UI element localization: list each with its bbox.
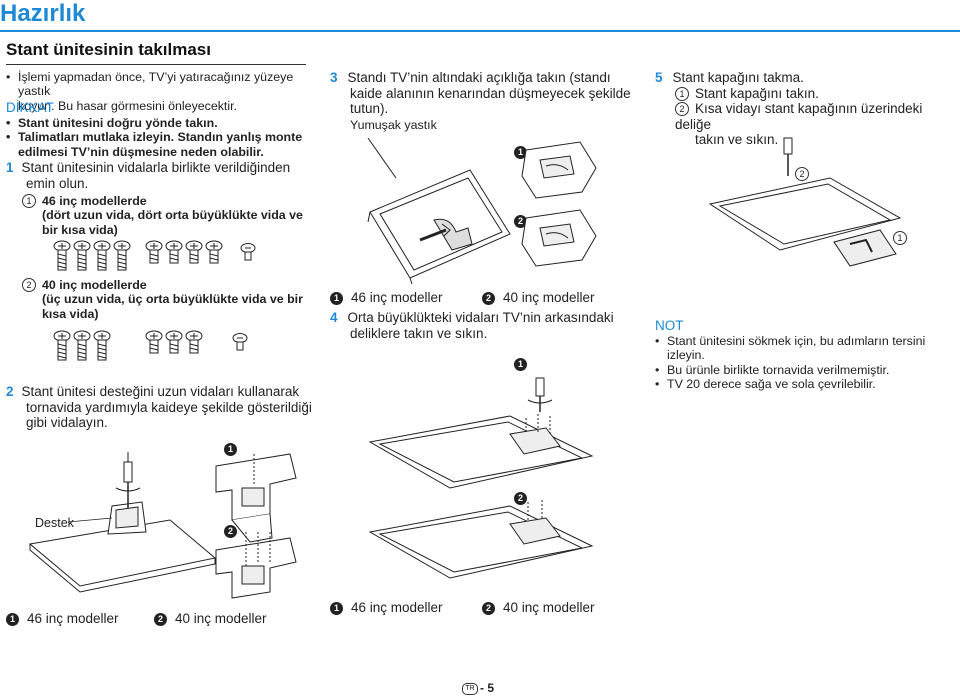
step3-marker-1: 1 <box>514 143 535 161</box>
cushion-label: Yumuşak yastık <box>350 118 437 132</box>
page-number: - 5 <box>480 681 495 695</box>
section-rule <box>6 64 306 65</box>
caution-title: DİKKAT <box>6 100 54 115</box>
language-badge: TR <box>462 683 478 695</box>
step4-marker-1: 1 <box>514 355 535 373</box>
step3-marker-2: 2 <box>514 212 535 230</box>
step5-fig-circ-1: 1 <box>893 229 913 247</box>
step4-marker-2: 2 <box>514 489 535 507</box>
page-title: Hazırlık <box>0 0 86 27</box>
step3-figure <box>367 137 597 285</box>
intro-bullet: •İşlemi yapmadan önce, TV’yi yatıracağın… <box>6 70 294 113</box>
step5-figure <box>708 137 902 267</box>
figure-marker-1: 1 <box>224 440 245 458</box>
section-title: Stant ünitesinin takılması <box>6 40 211 59</box>
support-label: Destek <box>35 516 74 530</box>
screws-40-figure <box>53 330 248 361</box>
screws-46-figure <box>53 240 256 271</box>
note-list: •Stant ünitesini sökmek için, bu adımlar… <box>655 334 926 392</box>
step5-fig-circ-2: 2 <box>795 165 815 183</box>
figure-marker-2: 2 <box>224 522 245 540</box>
caution-list: •Stant ünitesini doğru yönde takın. •Tal… <box>6 116 303 159</box>
title-rule <box>0 30 960 32</box>
note-title: NOT <box>655 318 684 333</box>
stand-base-figure <box>28 452 297 599</box>
step4-figure <box>368 377 594 579</box>
